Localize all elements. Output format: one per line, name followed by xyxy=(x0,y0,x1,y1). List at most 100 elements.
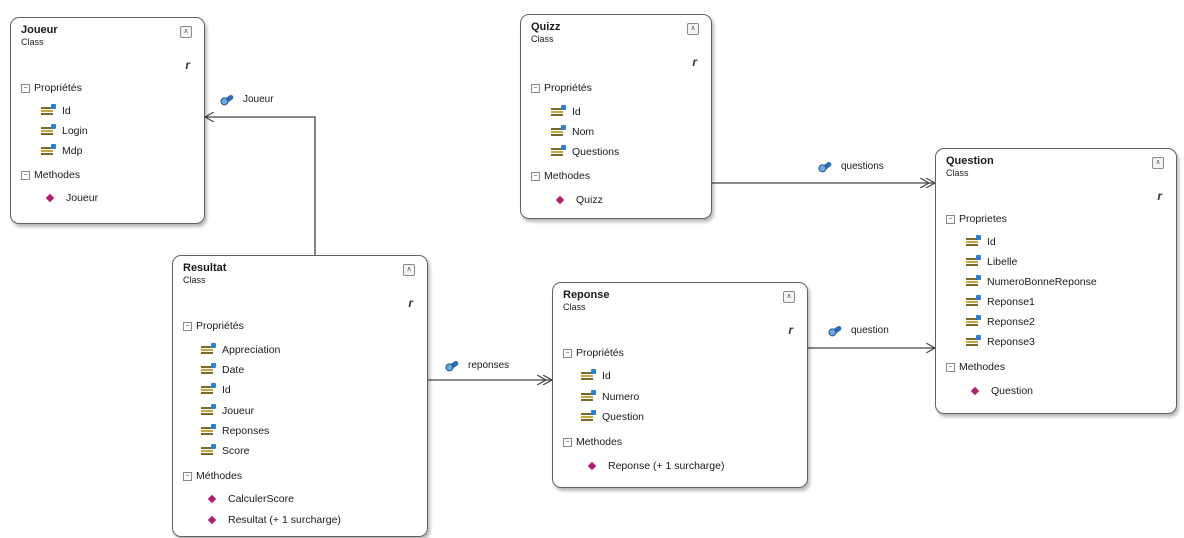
properties-section[interactable]: − Propriétés xyxy=(531,82,592,94)
expander-icon[interactable]: − xyxy=(946,214,955,224)
property-item[interactable]: Libelle xyxy=(966,255,1018,268)
property-label: Nom xyxy=(572,126,595,138)
association-icon xyxy=(446,360,460,371)
filter-icon[interactable]: r xyxy=(692,55,697,69)
property-item[interactable]: Questions xyxy=(551,145,620,158)
expander-icon[interactable]: − xyxy=(946,362,955,372)
property-item[interactable]: Nom xyxy=(551,125,595,138)
property-icon xyxy=(201,343,216,354)
property-label: Question xyxy=(602,411,645,423)
class-stereotype: Class xyxy=(531,34,554,44)
property-item[interactable]: Reponse1 xyxy=(966,295,1035,308)
class-joueur[interactable]: Joueur Class ∧ r − Propriétés Id Login M… xyxy=(10,17,205,224)
collapse-icon[interactable]: ∧ xyxy=(687,23,699,35)
filter-icon[interactable]: r xyxy=(185,58,190,72)
collapse-icon[interactable]: ∧ xyxy=(783,291,795,303)
class-resultat[interactable]: Resultat Class ∧ r − Propriétés Apprecia… xyxy=(172,255,428,537)
collapse-icon[interactable]: ∧ xyxy=(180,26,192,38)
properties-section[interactable]: − Proprietes xyxy=(946,213,1007,225)
expander-icon[interactable]: − xyxy=(531,171,540,181)
method-label: CalculerScore xyxy=(228,493,294,505)
expander-icon[interactable]: − xyxy=(531,83,540,93)
properties-section[interactable]: − Propriétés xyxy=(563,347,624,359)
expander-icon[interactable]: − xyxy=(183,471,192,481)
method-item[interactable]: Joueur xyxy=(45,192,98,204)
association-icon xyxy=(221,94,235,105)
class-title: Question xyxy=(946,155,994,167)
section-label: Propriétés xyxy=(576,347,624,359)
filter-icon[interactable]: r xyxy=(1157,189,1162,203)
class-quizz[interactable]: Quizz Class ∧ r − Propriétés Id Nom Ques… xyxy=(520,14,712,219)
property-label: Libelle xyxy=(987,256,1018,268)
property-item[interactable]: Score xyxy=(201,444,249,457)
property-item[interactable]: Joueur xyxy=(201,404,254,417)
property-icon xyxy=(201,424,216,435)
property-label: Questions xyxy=(572,146,620,158)
class-title: Joueur xyxy=(21,24,58,36)
method-item[interactable]: Question xyxy=(970,385,1034,397)
property-icon xyxy=(966,295,981,306)
property-item[interactable]: Numero xyxy=(581,390,639,403)
property-item[interactable]: Appreciation xyxy=(201,343,280,356)
class-reponse[interactable]: Reponse Class ∧ r − Propriétés Id Numero… xyxy=(552,282,808,488)
method-item[interactable]: Resultat (+ 1 surcharge) xyxy=(207,514,341,526)
property-item[interactable]: Mdp xyxy=(41,144,82,157)
method-label: Question xyxy=(991,385,1034,397)
property-label: Id xyxy=(602,370,611,382)
expander-icon[interactable]: − xyxy=(21,170,30,180)
property-item[interactable]: Id xyxy=(41,104,71,117)
methods-section[interactable]: − Methodes xyxy=(946,361,1005,373)
method-icon xyxy=(555,195,565,205)
property-label: Reponse2 xyxy=(987,316,1035,328)
class-stereotype: Class xyxy=(946,168,969,178)
property-item[interactable]: Reponse3 xyxy=(966,335,1035,348)
collapse-icon[interactable]: ∧ xyxy=(1152,157,1164,169)
method-item[interactable]: Quizz xyxy=(555,194,603,206)
section-label: Propriétés xyxy=(196,320,244,332)
section-label: Methodes xyxy=(544,170,591,182)
property-item[interactable]: Question xyxy=(581,410,645,423)
property-label: NumeroBonneReponse xyxy=(987,276,1097,288)
property-item[interactable]: Login xyxy=(41,124,88,137)
property-item[interactable]: Id xyxy=(581,369,611,382)
property-item[interactable]: Reponses xyxy=(201,424,269,437)
resultat-joueur-line xyxy=(205,117,316,255)
property-item[interactable]: Id xyxy=(966,235,996,248)
class-question[interactable]: Question Class ∧ r − Proprietes Id Libel… xyxy=(935,148,1177,414)
property-item[interactable]: NumeroBonneReponse xyxy=(966,275,1097,288)
property-item[interactable]: Reponse2 xyxy=(966,315,1035,328)
property-icon xyxy=(966,275,981,286)
property-icon xyxy=(581,369,596,380)
property-item[interactable]: Id xyxy=(201,383,231,396)
collapse-icon[interactable]: ∧ xyxy=(403,264,415,276)
section-label: Propriétés xyxy=(34,82,82,94)
method-item[interactable]: CalculerScore xyxy=(207,493,294,505)
association-reponses: reponses xyxy=(446,360,510,371)
expander-icon[interactable]: − xyxy=(21,83,30,93)
expander-icon[interactable]: − xyxy=(563,348,572,358)
property-item[interactable]: Id xyxy=(551,105,581,118)
methods-section[interactable]: − Methodes xyxy=(21,169,80,181)
association-label: Joueur xyxy=(243,94,274,105)
class-stereotype: Class xyxy=(21,37,44,47)
methods-section[interactable]: − Methodes xyxy=(531,170,590,182)
class-title: Resultat xyxy=(183,262,227,274)
association-icon xyxy=(829,325,843,336)
filter-icon[interactable]: r xyxy=(788,323,793,337)
property-label: Reponse3 xyxy=(987,336,1035,348)
property-label: Login xyxy=(62,125,88,137)
property-icon xyxy=(551,125,566,136)
properties-section[interactable]: − Propriétés xyxy=(183,320,244,332)
properties-section[interactable]: − Propriétés xyxy=(21,82,82,94)
methods-section[interactable]: − Méthodes xyxy=(183,470,242,482)
property-icon xyxy=(201,363,216,374)
property-label: Id xyxy=(987,236,996,248)
filter-icon[interactable]: r xyxy=(408,296,413,310)
methods-section[interactable]: − Methodes xyxy=(563,436,622,448)
expander-icon[interactable]: − xyxy=(183,321,192,331)
method-item[interactable]: Reponse (+ 1 surcharge) xyxy=(587,460,724,472)
expander-icon[interactable]: − xyxy=(563,437,572,447)
property-item[interactable]: Date xyxy=(201,363,244,376)
property-label: Reponse1 xyxy=(987,296,1035,308)
association-label: reponses xyxy=(468,360,510,371)
